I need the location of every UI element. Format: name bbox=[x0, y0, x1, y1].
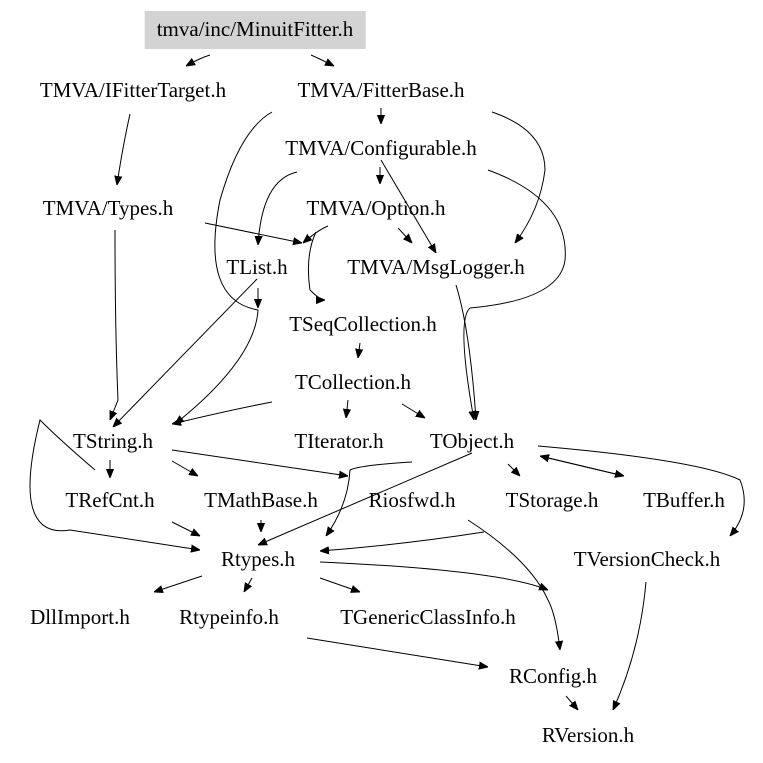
edge-msglogger-to-tobject bbox=[455, 284, 476, 420]
node-rversion[interactable]: RVersion.h bbox=[541, 723, 635, 747]
node-tseqcollection[interactable]: TSeqCollection.h bbox=[289, 312, 437, 336]
edge-types-to-tstring bbox=[109, 229, 119, 420]
node-tgenericclassinfo[interactable]: TGenericClassInfo.h bbox=[340, 605, 516, 629]
edge-fitterbase-to-tstring bbox=[175, 111, 273, 424]
edge-root-to-ifittertarget bbox=[186, 54, 211, 66]
node-msglogger[interactable]: TMVA/MsgLogger.h bbox=[347, 255, 525, 279]
edge-tlist-to-tstring bbox=[113, 278, 258, 427]
edge-tcollection-to-tobject bbox=[401, 403, 425, 418]
edge-tcollection-to-tstring bbox=[172, 401, 273, 424]
node-root[interactable]: tmva/inc/MinuitFitter.h bbox=[144, 11, 366, 49]
edge-option-to-msglogger bbox=[397, 227, 412, 243]
edge-configurable-to-tobject bbox=[463, 169, 566, 420]
node-configurable[interactable]: TMVA/Configurable.h bbox=[285, 136, 477, 160]
edge-tstring-to-tmathbase bbox=[171, 460, 198, 476]
edge-option-to-tlist bbox=[303, 225, 329, 243]
node-tversioncheck[interactable]: TVersionCheck.h bbox=[573, 547, 721, 571]
edge-rtypes-to-rconfig bbox=[319, 561, 548, 590]
node-ifittertarget[interactable]: TMVA/IFitterTarget.h bbox=[39, 78, 227, 102]
edge-tcollection-to-titerator bbox=[346, 399, 348, 418]
edge-rtypes-to-rtypeinfo bbox=[244, 577, 253, 592]
node-titerator[interactable]: TIterator.h bbox=[294, 429, 384, 453]
edge-tobject-to-tstorage bbox=[507, 463, 520, 476]
node-tmathbase[interactable]: TMathBase.h bbox=[204, 488, 318, 512]
edge-types-to-tlist bbox=[204, 222, 302, 243]
node-tstring[interactable]: TString.h bbox=[73, 429, 153, 453]
node-trefcnt[interactable]: TRefCnt.h bbox=[65, 488, 155, 512]
node-dllimport[interactable]: DllImport.h bbox=[30, 605, 130, 629]
edge-riosfwd-to-rconfig bbox=[467, 519, 560, 650]
edge-configurable-to-tlist bbox=[258, 171, 298, 245]
node-rtypes[interactable]: Rtypes.h bbox=[220, 547, 296, 571]
edge-rconfig-to-rversion bbox=[565, 695, 578, 710]
node-option[interactable]: TMVA/Option.h bbox=[306, 196, 446, 220]
edge-ifittertarget-to-types bbox=[117, 113, 131, 185]
node-rtypeinfo[interactable]: Rtypeinfo.h bbox=[179, 605, 279, 629]
edge-tobject-to-riosfwd bbox=[326, 461, 413, 536]
node-tcollection[interactable]: TCollection.h bbox=[294, 370, 412, 394]
edge-root-to-fitterbase bbox=[310, 54, 334, 66]
node-fitterbase[interactable]: TMVA/FitterBase.h bbox=[297, 78, 465, 102]
edge-tstring-to-riosfwd bbox=[171, 449, 348, 476]
edge-rtypes-to-dllimport bbox=[154, 575, 203, 592]
edge-trefcnt-to-rtypes bbox=[171, 521, 200, 536]
edge-fitterbase-to-msglogger bbox=[491, 111, 546, 243]
edge-rtypes-to-tgenericclassinfo bbox=[319, 577, 360, 592]
edge-tstring-to-rtypes bbox=[29, 419, 200, 550]
edge-rtypeinfo-to-rconfig bbox=[306, 637, 488, 667]
edge-option-to-tseqcollection bbox=[308, 231, 326, 300]
edge-tbuffer-to-tobject bbox=[540, 456, 625, 477]
node-riosfwd[interactable]: Riosfwd.h bbox=[368, 488, 456, 512]
node-types[interactable]: TMVA/Types.h bbox=[42, 196, 174, 220]
edge-tobject-to-rtypes bbox=[258, 452, 473, 545]
node-tbuffer[interactable]: TBuffer.h bbox=[643, 488, 725, 512]
edge-tseqcollection-to-tcollection bbox=[358, 342, 360, 358]
edge-tversioncheck-to-rversion bbox=[613, 581, 647, 710]
node-tlist[interactable]: TList.h bbox=[226, 255, 288, 279]
edge-configurable-to-msglogger bbox=[380, 159, 436, 253]
edge-tobject-to-tversioncheck bbox=[537, 445, 745, 536]
edge-tstorage-to-rtypes bbox=[320, 531, 485, 551]
node-tobject[interactable]: TObject.h bbox=[429, 429, 515, 453]
node-tstorage[interactable]: TStorage.h bbox=[505, 488, 599, 512]
node-rconfig[interactable]: RConfig.h bbox=[508, 664, 598, 688]
